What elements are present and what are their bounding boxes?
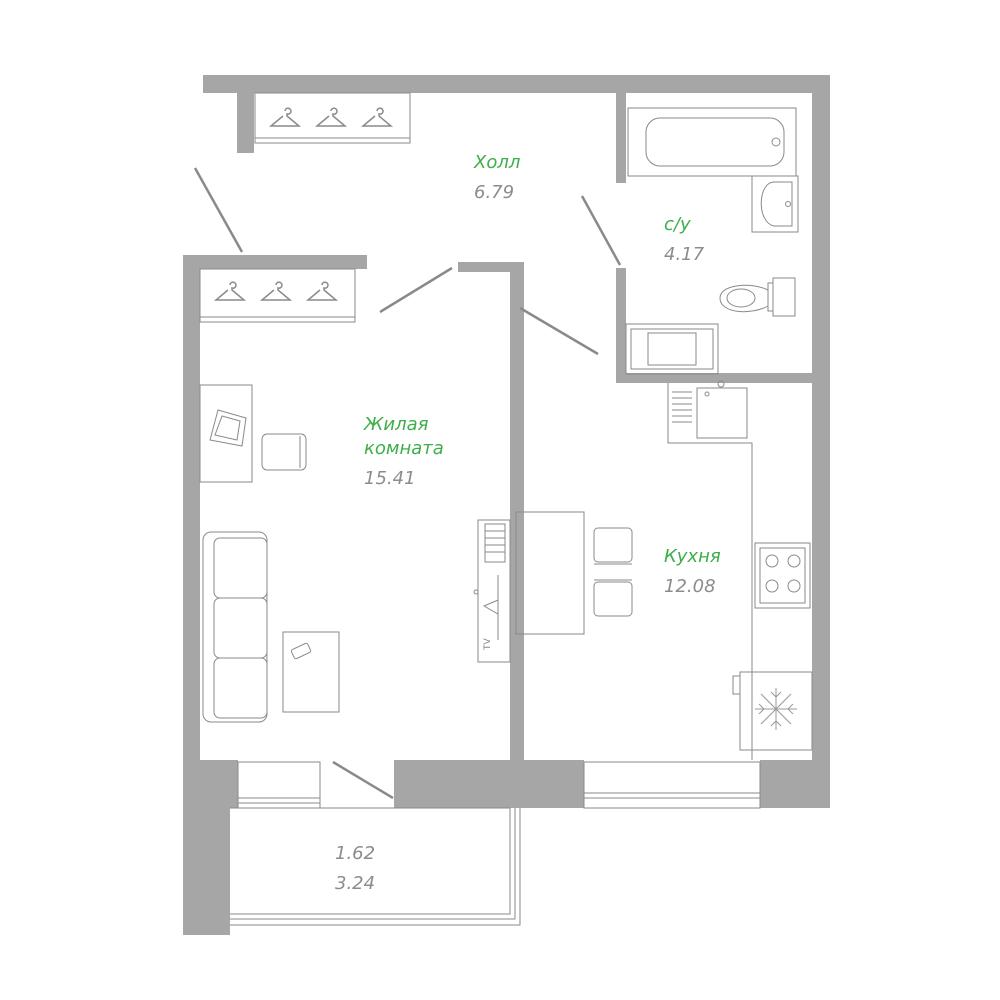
wardrobe-hall (254, 92, 411, 144)
hall-name: Холл (474, 152, 521, 173)
door-balcony (332, 760, 394, 800)
door-kitchen (519, 306, 599, 356)
living-area: 15.41 (364, 468, 416, 489)
kitchen-chair (593, 527, 633, 565)
hall-area: 6.79 (474, 182, 515, 203)
wall-right (812, 75, 830, 808)
kitchen-chair (593, 579, 633, 617)
coffee-table (282, 631, 340, 713)
window-kitchen (583, 761, 761, 809)
door-bathroom (580, 195, 622, 266)
wall-bath-bottom (616, 373, 812, 383)
sink-icon (751, 175, 799, 233)
wall-hall-lower-left (183, 255, 367, 269)
wall-bath-left-top (616, 93, 626, 183)
kitchen-counter (667, 380, 753, 760)
window-living (237, 761, 321, 809)
wall-living-kitchen (510, 262, 524, 760)
wall-bottom-right (760, 760, 830, 808)
hanger-icon (215, 281, 245, 301)
phone-icon (290, 642, 312, 660)
hanger-icon (261, 281, 291, 301)
wall-hall-left-stub (237, 93, 254, 153)
tv-stand (473, 519, 511, 663)
kitchen-name: Кухня (664, 546, 721, 567)
bathroom-name: с/у (664, 214, 691, 235)
hanger-icon (270, 107, 300, 127)
desk (199, 384, 253, 483)
fridge (732, 671, 813, 751)
living-name-line2: комната (364, 438, 444, 459)
wall-bath-left-bottom (616, 268, 626, 383)
balcony-area-2: 3.24 (335, 873, 376, 894)
wall-living-top-right (458, 262, 524, 272)
wall-balcony-left (183, 808, 230, 935)
balcony-rail (230, 807, 521, 926)
sofa (202, 531, 268, 723)
washing-machine (625, 323, 719, 375)
tv-label: TV (483, 638, 493, 651)
furniture (199, 92, 813, 760)
stove-icon (754, 542, 811, 609)
hanger-icon (362, 107, 392, 127)
wall-bottom-left (183, 760, 238, 808)
wall-top (203, 75, 830, 93)
hanger-icon (307, 281, 337, 301)
walls (183, 75, 830, 935)
door-entrance (193, 167, 244, 253)
kitchen-table (515, 511, 585, 635)
wardrobe-living (199, 268, 356, 323)
bathtub-icon (627, 107, 797, 177)
hanger-icon (316, 107, 346, 127)
balcony-area-1: 1.62 (335, 843, 376, 864)
living-name-line1: Жилая (364, 414, 429, 435)
door-living (379, 266, 453, 314)
windows (230, 761, 761, 926)
snowflake-icon (755, 688, 797, 730)
kitchen-area: 12.08 (664, 576, 716, 597)
laptop-icon (209, 409, 247, 447)
doors (193, 167, 622, 800)
toilet-icon (719, 277, 796, 317)
desk-chair (261, 433, 307, 471)
wall-bottom-middle (394, 760, 584, 808)
bathroom-area: 4.17 (664, 244, 705, 265)
